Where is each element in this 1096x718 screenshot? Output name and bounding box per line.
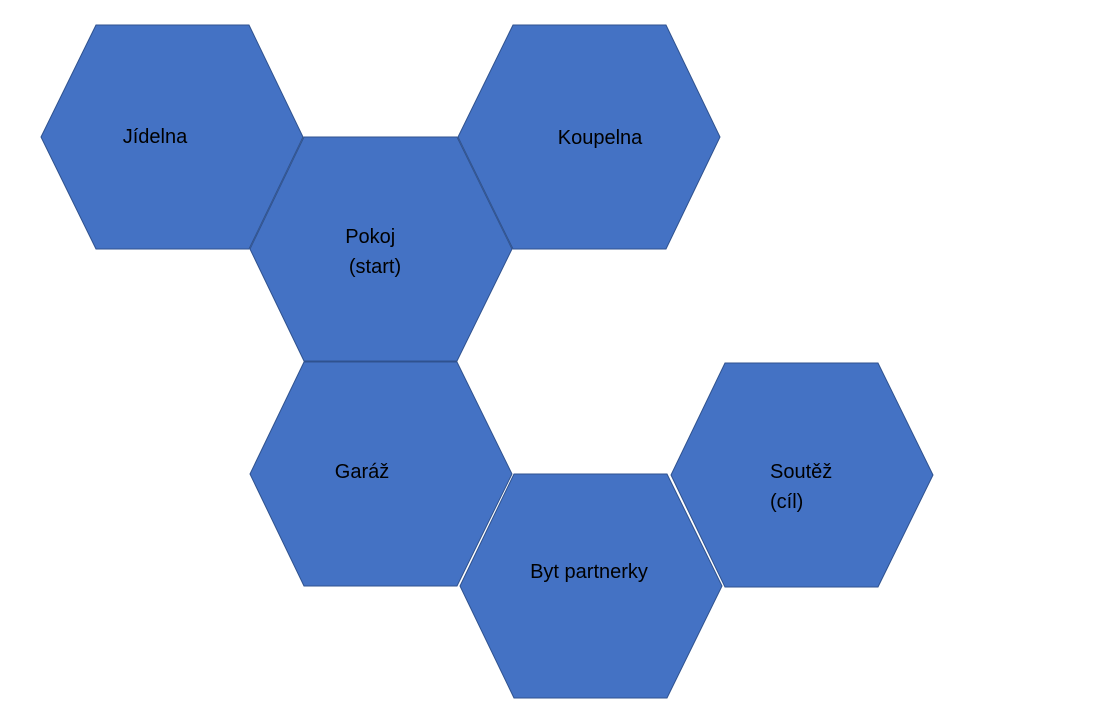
hex-koupelna: Koupelna xyxy=(457,24,721,250)
hex-koupelna-shape xyxy=(457,24,721,250)
hex-pokoj-line-1: Pokoj xyxy=(345,226,395,248)
hex-soutez: Soutěž (cíl) xyxy=(670,362,934,588)
hex-koupelna-line-1: Koupelna xyxy=(558,127,643,149)
hex-soutez-shape xyxy=(670,362,934,588)
hex-soutez-line-1: Soutěž xyxy=(770,461,832,483)
hex-byt-partnerky-label: Byt partnerky xyxy=(530,561,648,583)
hex-jidelna: Jídelna xyxy=(40,24,304,250)
hex-jidelna-shape xyxy=(40,24,304,250)
hex-jidelna-line-1: Jídelna xyxy=(123,126,188,148)
hex-pokoj-shape xyxy=(249,136,513,362)
hex-garaz-shape xyxy=(249,361,513,587)
hex-byt-partnerky: Byt partnerky xyxy=(459,473,723,699)
hex-byt-partnerky-shape xyxy=(459,473,723,699)
hex-pokoj: Pokoj (start) xyxy=(249,136,513,362)
hex-pokoj-line-2: (start) xyxy=(349,256,401,278)
hex-pokoj-label: Pokoj (start) xyxy=(345,226,401,278)
hex-garaz-line-1: Garáž xyxy=(335,461,389,483)
hex-soutez-line-2: (cíl) xyxy=(770,491,803,513)
hex-garaz: Garáž xyxy=(249,361,513,587)
hex-garaz-label: Garáž xyxy=(335,461,389,483)
hex-soutez-label: Soutěž (cíl) xyxy=(770,461,838,513)
hex-jidelna-label: Jídelna xyxy=(123,126,188,148)
hex-byt-partnerky-line-1: Byt partnerky xyxy=(530,561,648,583)
hex-koupelna-label: Koupelna xyxy=(558,127,643,149)
